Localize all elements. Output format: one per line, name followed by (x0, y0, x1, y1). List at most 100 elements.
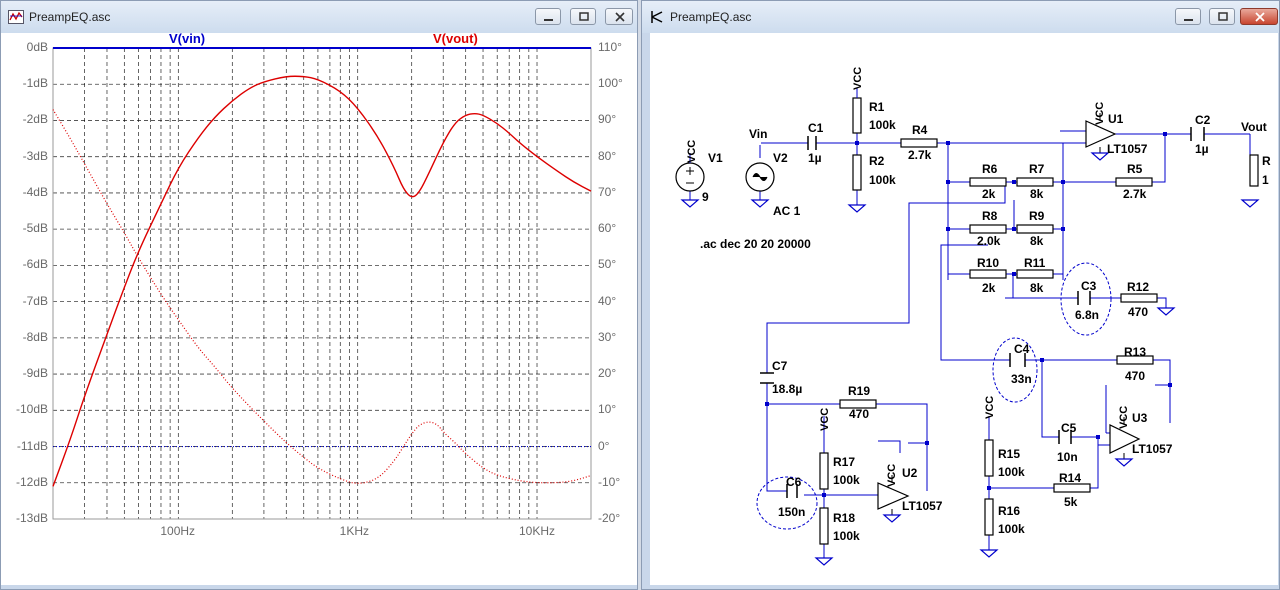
r14-value[interactable]: 5k (1064, 495, 1078, 509)
r6-name[interactable]: R6 (982, 162, 998, 176)
schematic-close-button[interactable] (1240, 8, 1278, 25)
r10-value[interactable]: 2k (982, 281, 996, 295)
c7-name[interactable]: C7 (772, 359, 788, 373)
rl-value[interactable]: 1 (1262, 173, 1269, 187)
c5-value[interactable]: 10n (1057, 450, 1078, 464)
left-tick-label: -12dB (15, 474, 48, 489)
restore-icon (1218, 12, 1228, 21)
left-tick-label: -5dB (22, 221, 48, 236)
left-tick-label: -9dB (22, 366, 48, 381)
v2-name[interactable]: V2 (773, 151, 788, 165)
r8-value[interactable]: 2.0k (977, 234, 1001, 248)
plot-window-title: PreampEQ.asc (29, 10, 111, 24)
c2-name[interactable]: C2 (1195, 113, 1211, 127)
schematic-icon (651, 11, 663, 23)
c3-value[interactable]: 6.8n (1075, 308, 1100, 322)
u1-name[interactable]: U1 (1108, 112, 1124, 126)
close-icon (1255, 12, 1265, 22)
r10-name[interactable]: R10 (977, 256, 1000, 270)
u3-name[interactable]: U3 (1132, 411, 1148, 425)
schematic-window-titlebar[interactable]: PreampEQ.asc (642, 1, 1279, 33)
v1-name[interactable]: V1 (708, 151, 723, 165)
r13-name[interactable]: R13 (1124, 345, 1147, 359)
u2-value[interactable]: LT1057 (902, 499, 943, 513)
c1-name[interactable]: C1 (808, 121, 824, 135)
r18-name[interactable]: R18 (833, 511, 856, 525)
c6-name[interactable]: C6 (786, 475, 802, 489)
x-tick-label: 1KHz (339, 524, 370, 538)
schematic-canvas[interactable]: Vin Vout VCC VCC VCC VCC VCC VCC VCC .ac… (650, 33, 1278, 585)
r18-value[interactable]: 100k (833, 529, 860, 543)
r5-name[interactable]: R5 (1127, 162, 1143, 176)
r17-name[interactable]: R17 (833, 455, 856, 469)
minimize-icon (1184, 19, 1193, 21)
r11-value[interactable]: 8k (1030, 281, 1044, 295)
c6-value[interactable]: 150n (778, 505, 806, 519)
trace-label-vout[interactable]: V(vout) (433, 31, 478, 46)
c7-value[interactable]: 18.8µ (772, 382, 803, 396)
series-vvout-phase (52, 109, 592, 484)
r2-name[interactable]: R2 (869, 154, 885, 168)
schematic-maximize-button[interactable] (1209, 8, 1235, 25)
c4-value[interactable]: 33n (1011, 372, 1032, 386)
series-vvout-magnitude (52, 75, 592, 487)
r4-name[interactable]: R4 (912, 123, 928, 137)
schematic-window: PreampEQ.asc (641, 0, 1280, 590)
r2-value[interactable]: 100k (869, 173, 896, 187)
spice-directive[interactable]: .ac dec 20 20 20000 (700, 237, 811, 251)
r15-value[interactable]: 100k (998, 465, 1025, 479)
r16-name[interactable]: R16 (998, 504, 1021, 518)
v2-value[interactable]: AC 1 (773, 204, 801, 218)
r16-value[interactable]: 100k (998, 522, 1025, 536)
right-tick-label: -20° (598, 511, 621, 525)
r7-name[interactable]: R7 (1029, 162, 1045, 176)
r5-value[interactable]: 2.7k (1123, 187, 1147, 201)
bode-plot[interactable] (1, 33, 637, 587)
r9-value[interactable]: 8k (1030, 234, 1044, 248)
plot-area[interactable]: V(vin) V(vout) 0dB-1dB-2dB-3dB-4dB-5dB-6… (1, 31, 637, 587)
c2-value[interactable]: 1µ (1195, 142, 1209, 156)
net-label-vout: Vout (1241, 120, 1267, 134)
plot-minimize-button[interactable] (535, 8, 561, 25)
v1-value[interactable]: 9 (702, 190, 709, 204)
left-tick-label: -2dB (22, 112, 48, 127)
r4-value[interactable]: 2.7k (908, 148, 932, 162)
r1-name[interactable]: R1 (869, 100, 885, 114)
plot-maximize-button[interactable] (570, 8, 596, 25)
r1-value[interactable]: 100k (869, 118, 896, 132)
plot-close-button[interactable] (605, 8, 633, 25)
r14-name[interactable]: R14 (1059, 471, 1082, 485)
right-tick-label: -10° (598, 474, 621, 489)
r7-value[interactable]: 8k (1030, 187, 1044, 201)
schematic-minimize-button[interactable] (1175, 8, 1201, 25)
c1-value[interactable]: 1µ (808, 151, 822, 165)
r12-value[interactable]: 470 (1128, 305, 1149, 319)
r12-name[interactable]: R12 (1127, 280, 1150, 294)
r6-value[interactable]: 2k (982, 187, 996, 201)
c3-name[interactable]: C3 (1081, 279, 1097, 293)
u3-value[interactable]: LT1057 (1132, 442, 1173, 456)
right-tick-label: 40° (598, 293, 617, 308)
schematic-wires (675, 88, 1260, 566)
r8-name[interactable]: R8 (982, 209, 998, 223)
rl-name[interactable]: R (1262, 154, 1271, 168)
r19-name[interactable]: R19 (848, 384, 871, 398)
r15-name[interactable]: R15 (998, 447, 1021, 461)
r19-value[interactable]: 470 (849, 407, 870, 421)
c4-name[interactable]: C4 (1014, 342, 1030, 356)
left-tick-label: -4dB (22, 184, 48, 199)
r13-value[interactable]: 470 (1125, 369, 1146, 383)
u1-value[interactable]: LT1057 (1107, 142, 1148, 156)
c5-name[interactable]: C5 (1061, 421, 1077, 435)
left-tick-label: -1dB (22, 76, 48, 91)
trace-label-vin[interactable]: V(vin) (169, 31, 206, 46)
x-tick-label: 10KHz (519, 524, 556, 538)
vcc-label-r15: VCC (984, 395, 996, 419)
plot-window-titlebar[interactable]: PreampEQ.asc (1, 1, 637, 33)
r11-name[interactable]: R11 (1024, 256, 1046, 270)
u2-name[interactable]: U2 (902, 466, 918, 480)
r17-value[interactable]: 100k (833, 473, 860, 487)
r9-name[interactable]: R9 (1029, 209, 1045, 223)
right-tick-label: 90° (598, 112, 617, 127)
x-tick-label: 100Hz (160, 524, 196, 538)
